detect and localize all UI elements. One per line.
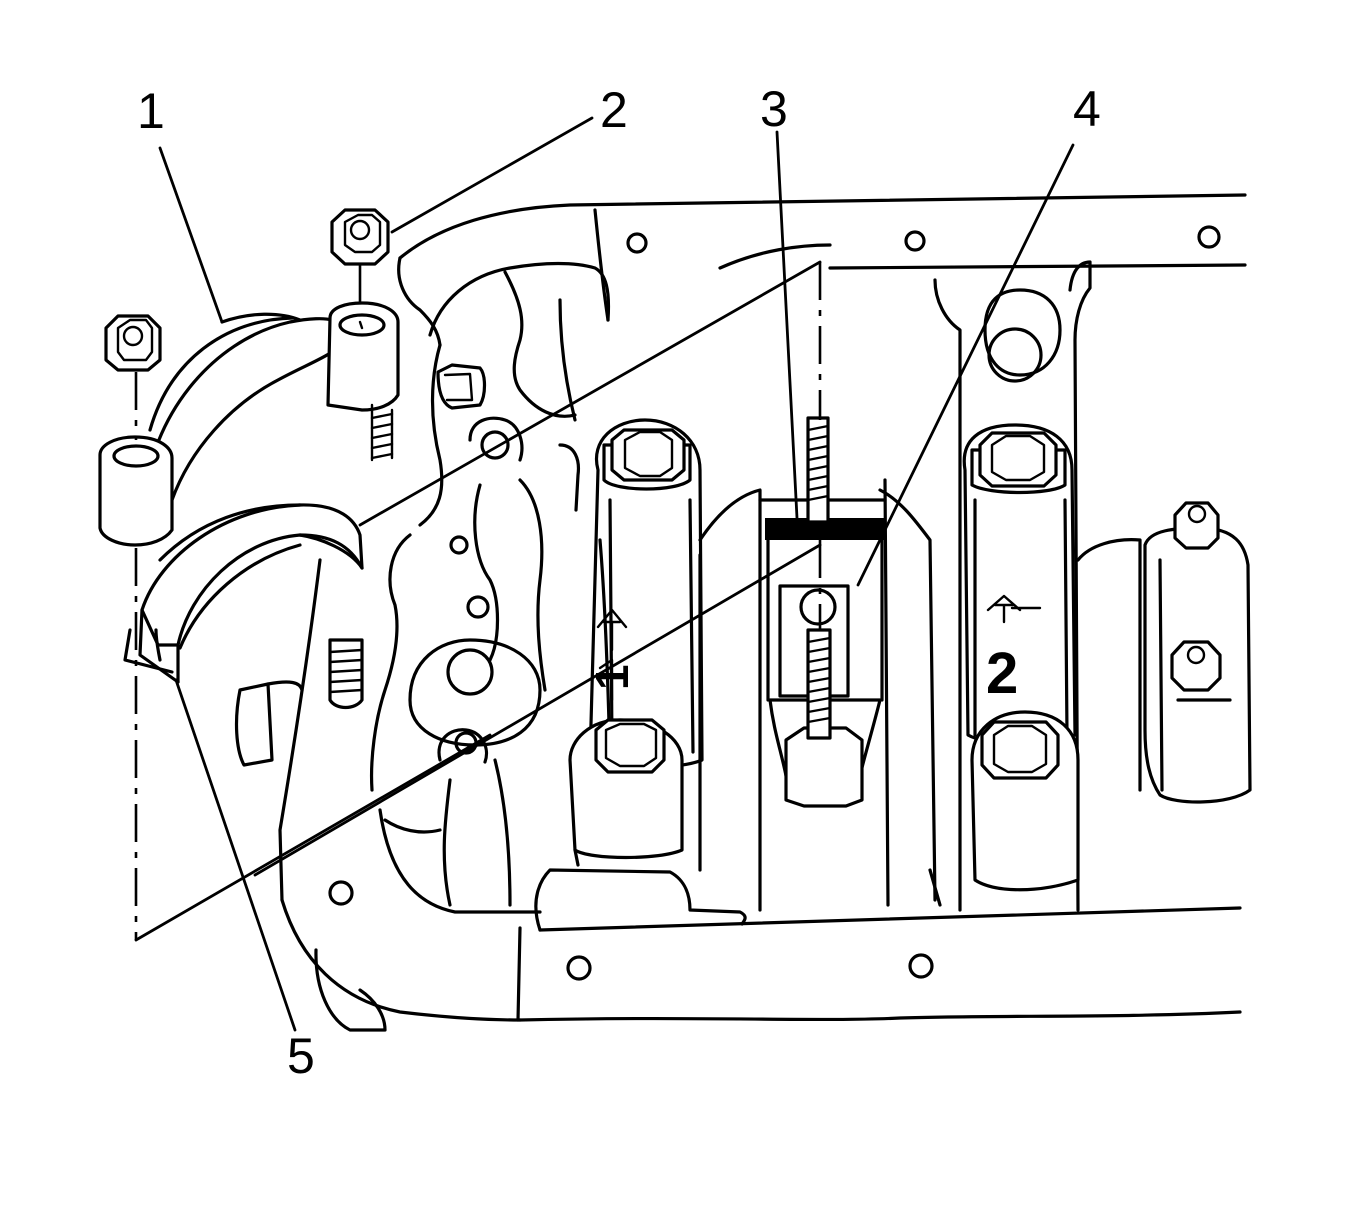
main-bearing-cap-2: 2 — [933, 260, 1092, 912]
leader-3 — [775, 130, 799, 520]
cap-2-marking: 2 — [986, 641, 1018, 706]
callout-1: 1 — [137, 83, 165, 139]
callout-3: 3 — [760, 81, 788, 137]
right-connecting-rod-cap — [1076, 501, 1252, 804]
callout-5: 5 — [287, 1028, 315, 1084]
leader-5 — [174, 678, 297, 1032]
leader-2 — [390, 116, 594, 234]
rod-stud-upper — [806, 416, 830, 524]
main-bearing-cap-1: 1 — [568, 418, 704, 867]
leader-4 — [856, 143, 1075, 587]
left-block-web — [369, 256, 611, 907]
rod-stud-lower — [806, 628, 832, 740]
callout-labels: 1 2 3 4 5 — [137, 81, 1101, 1084]
block-flange — [280, 193, 1247, 1032]
crankshaft-journal — [698, 478, 942, 912]
leader-1 — [158, 146, 224, 324]
callout-leaders — [158, 116, 1075, 1032]
rod-cap-nut-upper — [330, 208, 390, 266]
callout-4: 4 — [1073, 81, 1101, 137]
callout-2: 2 — [600, 82, 628, 138]
connecting-rod-cap-exploded — [98, 301, 400, 902]
rod-cap-nut-left — [104, 314, 162, 372]
assembly-centerlines — [134, 260, 822, 942]
connecting-rod-journal — [765, 416, 885, 808]
